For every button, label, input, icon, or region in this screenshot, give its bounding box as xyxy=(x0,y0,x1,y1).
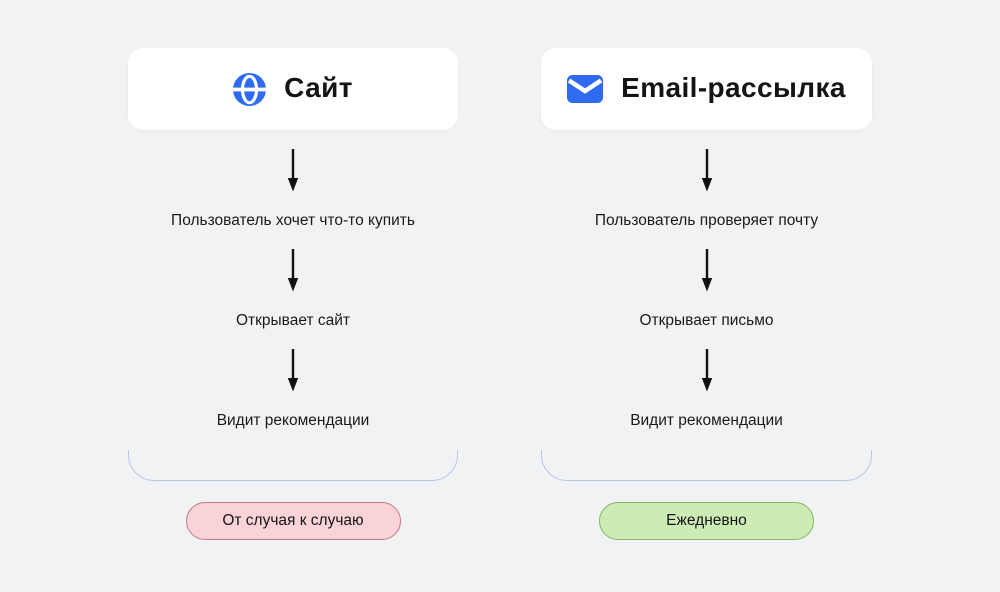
step-text: Видит рекомендации xyxy=(630,412,783,429)
step-text: Пользователь проверяет почту xyxy=(594,212,819,229)
brace-bracket xyxy=(128,450,458,481)
email-header-card: Email-рассылка xyxy=(541,48,872,130)
down-arrow-icon xyxy=(701,349,712,392)
column-email: Email-рассылка Пользователь проверяет по… xyxy=(541,48,872,540)
frequency-badge: От случая к случаю xyxy=(185,502,401,540)
down-arrow-icon xyxy=(287,249,299,292)
website-header-card: Сайт xyxy=(128,48,458,130)
email-title: Email-рассылка xyxy=(621,72,846,103)
mail-icon xyxy=(567,75,604,103)
brace-bracket xyxy=(541,450,872,481)
down-arrow-icon xyxy=(287,349,299,392)
down-arrow-icon xyxy=(701,149,712,192)
step-text: Открывает письмо xyxy=(639,312,774,329)
step-text: Пользователь хочет что-то купить xyxy=(171,212,415,229)
down-arrow-icon xyxy=(701,249,712,292)
step-text: Видит рекомендации xyxy=(216,412,370,429)
globe-icon xyxy=(233,72,267,106)
step-text: Открывает сайт xyxy=(235,312,351,329)
frequency-badge: Ежедневно xyxy=(599,502,814,540)
down-arrow-icon xyxy=(287,149,299,192)
website-title: Сайт xyxy=(284,72,353,103)
column-website: Сайт Пользователь хочет что-то купить От… xyxy=(128,48,458,540)
